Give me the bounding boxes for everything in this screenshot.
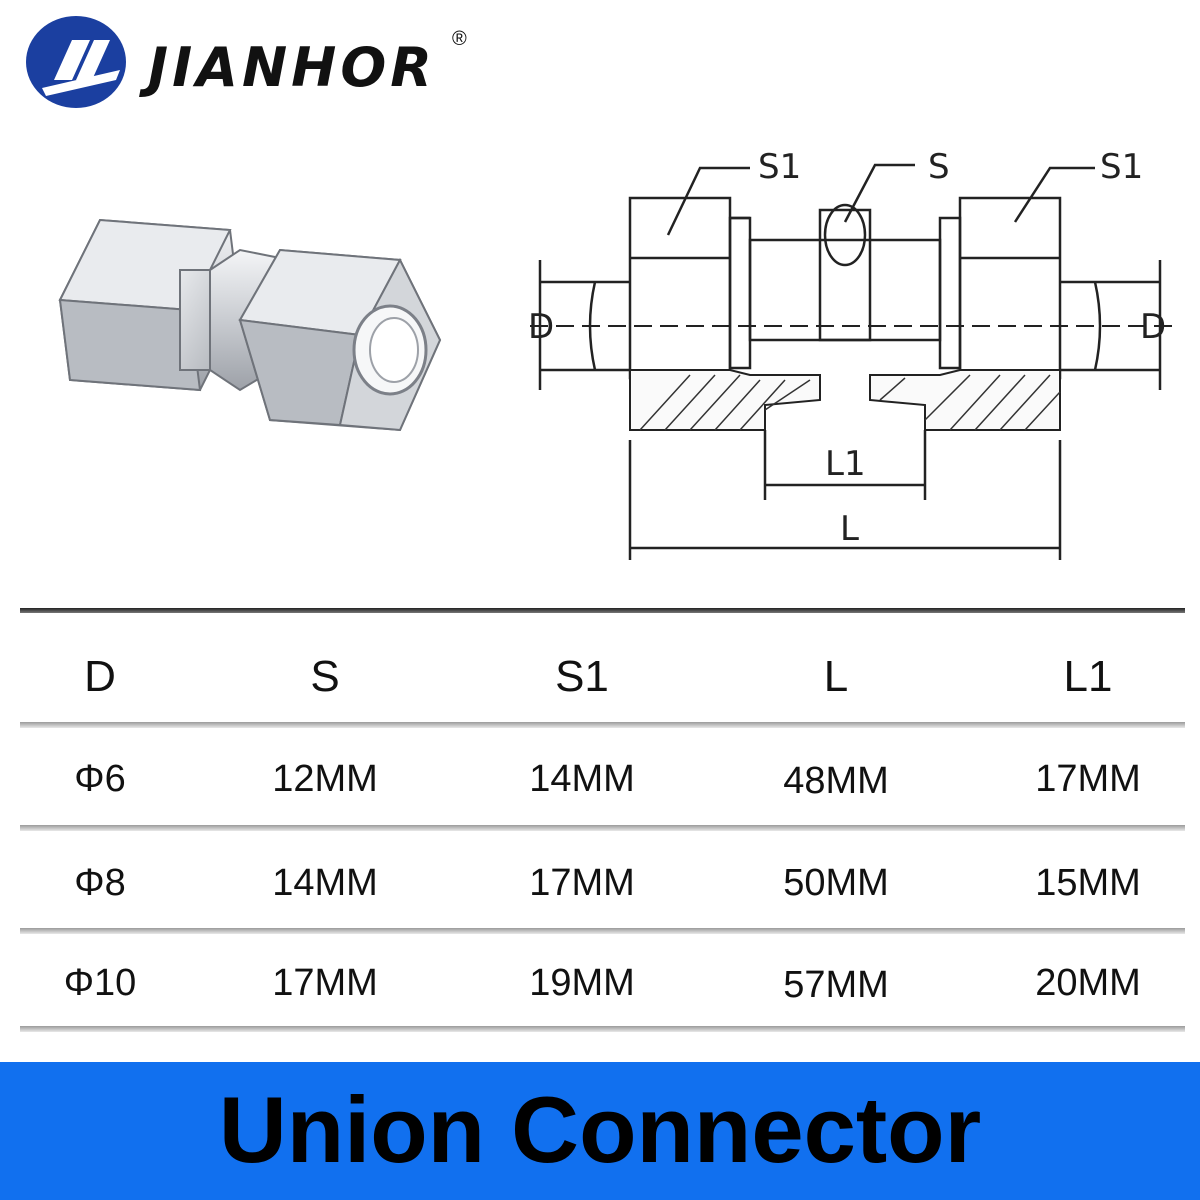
header-d: D	[84, 652, 116, 701]
title-banner: Union Connector	[0, 1062, 1200, 1200]
cell-s: 14MM	[272, 862, 378, 904]
cell-l: 50MM	[783, 862, 889, 904]
cell-d: Φ10	[63, 962, 137, 1004]
cell-s1: 17MM	[529, 862, 635, 904]
row-divider	[20, 825, 1185, 831]
label-l: L	[840, 509, 859, 549]
label-s1-left: S1	[758, 147, 801, 187]
label-l1: L1	[825, 444, 866, 484]
header-s: S	[310, 652, 340, 701]
cell-s: 17MM	[272, 962, 378, 1004]
row-divider	[20, 928, 1185, 934]
table-top-rule	[20, 608, 1185, 613]
cell-l1: 17MM	[1035, 758, 1141, 800]
technical-drawing: S1 S S1 D D L1 L	[528, 147, 1180, 560]
cell-s: 12MM	[272, 758, 378, 800]
jianhor-logo-icon	[26, 16, 126, 108]
brand-name: JIANHOR	[148, 36, 436, 99]
cell-l: 48MM	[783, 760, 889, 802]
brand-logo: JIANHOR ®	[24, 10, 467, 110]
cell-d: Φ6	[74, 758, 126, 800]
product-title: Union Connector	[218, 1077, 982, 1182]
right-nut	[238, 248, 442, 432]
label-d-right: D	[1140, 307, 1166, 347]
cell-d: Φ8	[74, 862, 126, 904]
cell-s1: 19MM	[529, 962, 635, 1004]
label-d-left: D	[528, 307, 554, 347]
row-divider	[20, 722, 1185, 728]
cell-s1: 14MM	[529, 758, 635, 800]
header-l: L	[823, 652, 849, 701]
cell-l1: 15MM	[1035, 862, 1141, 904]
cell-l1: 20MM	[1035, 962, 1141, 1004]
registered-mark: ®	[452, 28, 467, 50]
header-l1: L1	[1063, 652, 1113, 701]
header-s1: S1	[555, 652, 609, 701]
label-s: S	[928, 147, 950, 187]
row-divider	[20, 1026, 1185, 1032]
label-s1-right: S1	[1100, 147, 1143, 187]
cell-l: 57MM	[783, 964, 889, 1006]
union-connector-image	[58, 218, 442, 432]
